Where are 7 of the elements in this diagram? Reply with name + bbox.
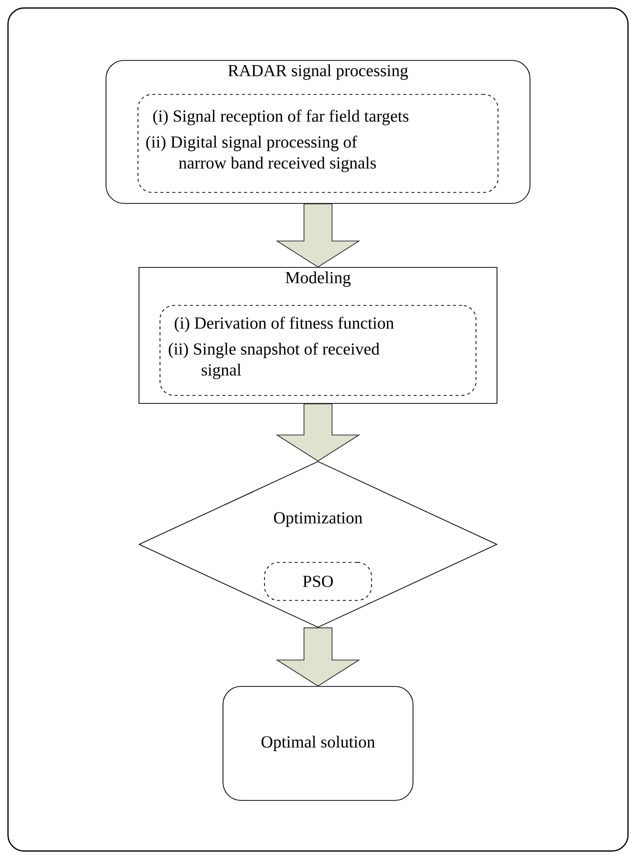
dashed-box: PSO [264,562,372,601]
block-arrow [276,203,360,268]
block-arrow [276,403,360,462]
process-box: Optimal solution [222,686,414,801]
dashed-box: (i) Signal reception of far field targets (ii) Digital signal processing of narrow band received signals [138,94,498,193]
dashed-box: (i) Derivation of fitness function (ii) Single snapshot of received signal [160,305,476,396]
block-arrow [276,627,360,686]
